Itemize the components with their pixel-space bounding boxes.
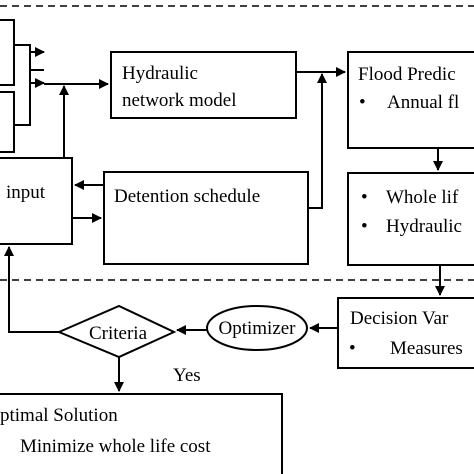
decision-variables-bullet1: Measures: [390, 338, 463, 359]
decision-variables-title: Decision Var: [350, 308, 449, 329]
arrow-top-box-to-junction: [14, 44, 45, 57]
whole-life-box: [347, 172, 474, 266]
criteria-diamond: [56, 304, 177, 359]
connectors: [3, 44, 445, 392]
flood-prediction-bullet1: Annual fl: [387, 92, 459, 113]
optimal-solution-subtitle: Minimize whole life cost: [20, 436, 211, 457]
hydraulic-network-model-box: [110, 51, 297, 119]
whole-life-bullet1: Whole lif: [386, 187, 459, 208]
optimal-solution-box: [0, 393, 283, 474]
hydraulic-model-line2: network model: [122, 90, 237, 111]
hydraulic-model-line1: Hydraulic: [122, 63, 198, 84]
whole-life-bullet-glyph-1: •: [361, 187, 368, 208]
detention-schedule-box: [103, 171, 309, 265]
input-box-top-left: [0, 19, 15, 86]
optimizer-label: Optimizer: [218, 318, 296, 339]
input-label: input: [6, 182, 46, 203]
whole-life-bullet-glyph-2: •: [361, 216, 368, 237]
arrow-detention-to-flood-line: [308, 73, 327, 209]
decision-variables-box: [337, 297, 474, 369]
optimal-solution-title: ptimal Solution: [0, 405, 118, 426]
arrow-criteria-to-input: [3, 246, 59, 333]
decision-variables-bullet-glyph: •: [349, 338, 356, 359]
criteria-label: Criteria: [89, 323, 148, 344]
optimizer-ellipse: [206, 305, 308, 351]
flood-prediction-title: Flood Predic: [358, 64, 456, 85]
arrow-mid-box-to-junction: [14, 78, 45, 126]
whole-life-bullet2: Hydraulic: [386, 216, 462, 237]
input-box-mid-left: [0, 91, 15, 153]
yes-label: Yes: [173, 365, 201, 386]
flood-prediction-box: [347, 51, 474, 149]
input-box: [0, 157, 73, 245]
detention-schedule-label: Detention schedule: [114, 186, 260, 207]
flood-prediction-bullet-glyph: •: [359, 92, 366, 113]
